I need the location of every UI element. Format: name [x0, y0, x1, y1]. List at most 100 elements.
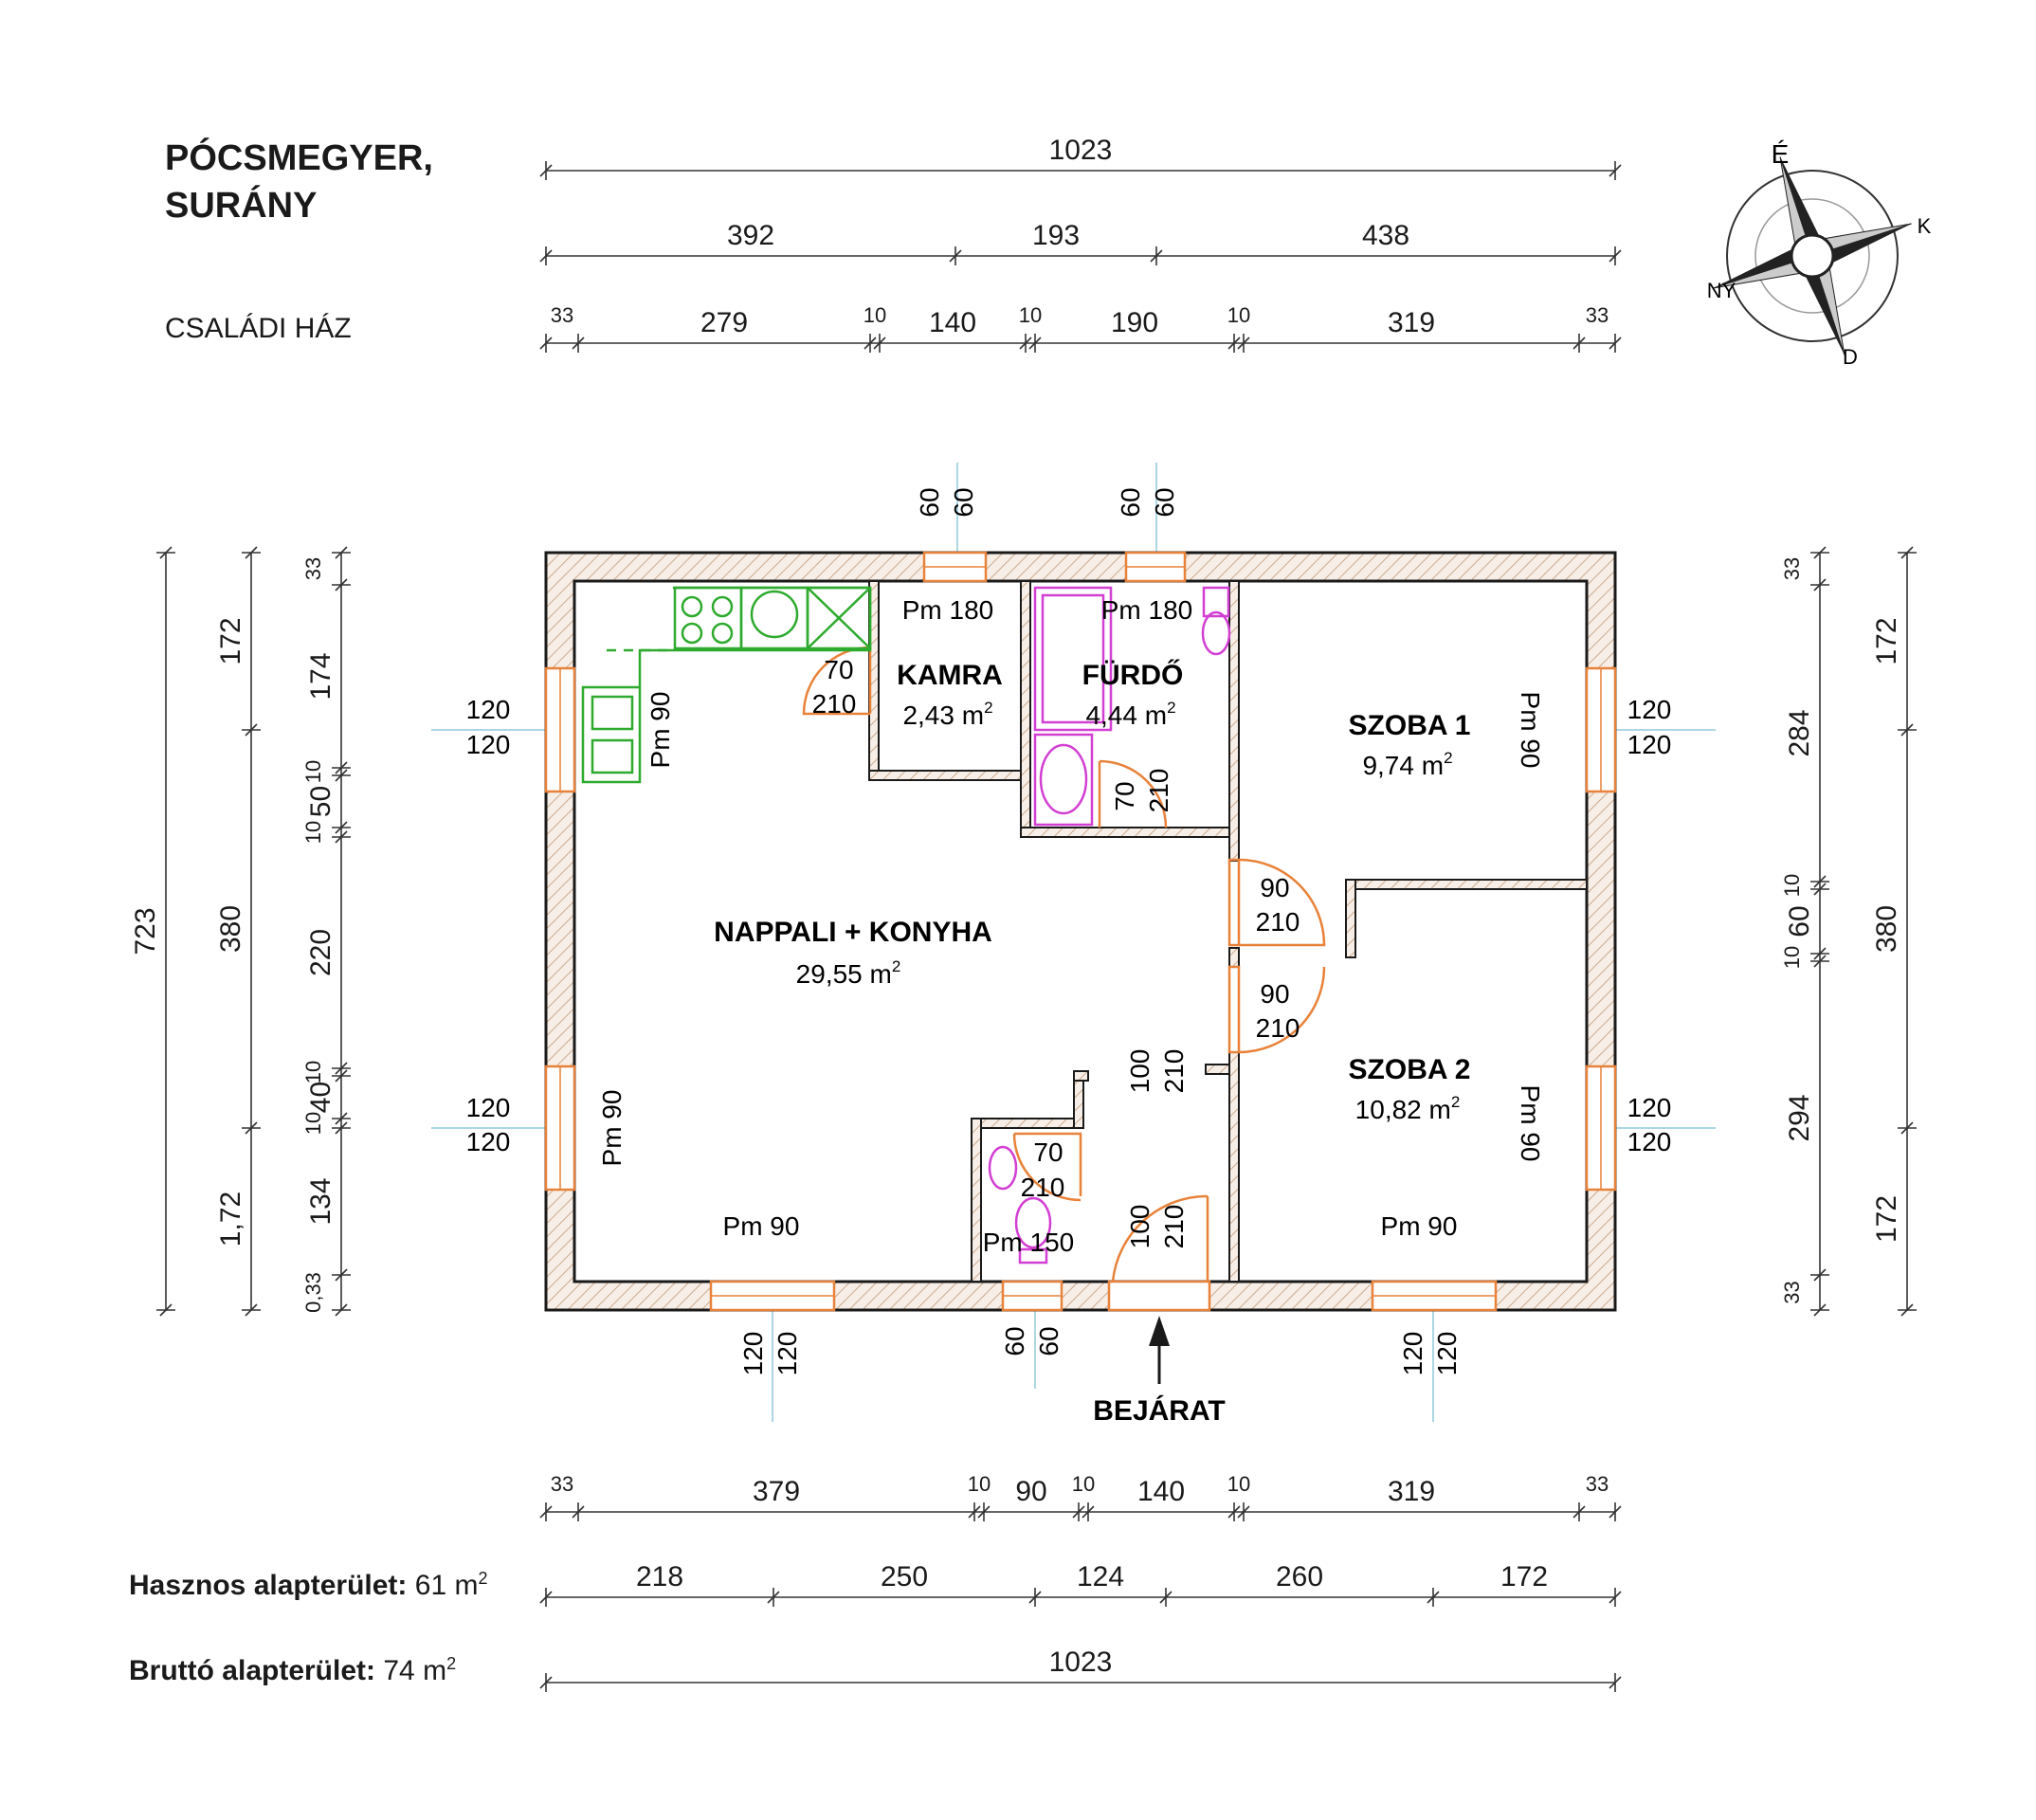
dim-tick — [1813, 1303, 1827, 1317]
pm-kamra: Pm 180 — [902, 595, 994, 625]
dim-tick — [968, 1505, 981, 1519]
dim-right-mid-label-0: 172 — [1871, 617, 1902, 664]
dim-tick — [1813, 1268, 1827, 1282]
win-right-b-h: 120 — [1627, 1127, 1672, 1156]
dim-tick — [1900, 546, 1914, 559]
door-furdo-swing — [1098, 759, 1168, 828]
door-entrance-w: 100 — [1125, 1205, 1154, 1249]
door-szoba1-swing — [1238, 858, 1326, 947]
room-area-nappali: 29,55 m2 — [796, 957, 901, 989]
washbasin-bathroom — [1033, 733, 1094, 827]
toilet-bowl-bathroom — [1201, 610, 1231, 656]
wall-kamra-bottom — [868, 770, 1027, 781]
wall-hall-szoba2 — [1228, 1051, 1240, 1283]
door-kamra-h: 210 — [812, 689, 857, 719]
door-szoba1-w: 90 — [1260, 873, 1289, 902]
dim-tick — [245, 1303, 258, 1317]
dim-top-detail-label-6: 10 — [1227, 303, 1250, 327]
dim-right-detail-label-4: 10 — [1780, 946, 1804, 969]
dim-bot-mid-label-1: 250 — [881, 1561, 928, 1592]
win-right-a-w: 120 — [1627, 695, 1672, 724]
dim-tick — [335, 761, 348, 774]
door-wc-h: 210 — [1021, 1173, 1065, 1202]
win-left-b-w: 120 — [466, 1093, 511, 1122]
win-bot-b-h: 60 — [1034, 1326, 1063, 1356]
dim-tick — [335, 830, 348, 844]
dim-tick — [245, 723, 258, 737]
wall-szoba-step — [1345, 879, 1356, 958]
compass-south-label: D — [1843, 345, 1858, 369]
dim-tick — [863, 337, 877, 350]
room-name-szoba2: SZOBA 2 — [1349, 1054, 1471, 1085]
dim-tick — [335, 1268, 348, 1282]
room-area-szoba1: 9,74 m2 — [1362, 749, 1452, 780]
window-glazing-lines — [559, 566, 1602, 1297]
kitchen-unit-top — [591, 695, 634, 731]
wall-kamra-furdo — [1020, 580, 1031, 833]
dim-tick — [1609, 337, 1622, 350]
dim-right-detail-label-3: 60 — [1784, 905, 1815, 937]
pm-living-left: Pm 90 — [597, 1090, 627, 1167]
dim-tick — [335, 821, 348, 834]
gross-area-row: Bruttó alapterület: 74 m2 — [129, 1654, 456, 1687]
dim-tick — [1427, 1591, 1440, 1604]
win-bot-a-w: 120 — [738, 1332, 768, 1376]
dim-top-detail-label-4: 10 — [1019, 303, 1042, 327]
win-bot-b-w: 60 — [1000, 1326, 1029, 1356]
dim-tick — [335, 1069, 348, 1083]
dim-bot-mid-label-4: 172 — [1500, 1561, 1548, 1592]
win-right-b-w: 120 — [1627, 1093, 1672, 1122]
room-name-szoba1: SZOBA 1 — [1349, 710, 1471, 741]
door-wc-frame — [1014, 1132, 1082, 1196]
opening-hall-w: 100 — [1125, 1049, 1154, 1094]
dim-bot-detail-label-7: 319 — [1388, 1476, 1435, 1507]
door-entrance-swing — [1111, 1194, 1209, 1283]
dim-tick — [245, 1121, 258, 1135]
dim-tick — [539, 1591, 553, 1604]
washbasin-wc — [988, 1145, 1018, 1191]
compass-center — [1790, 233, 1835, 279]
door-wc-w: 70 — [1033, 1138, 1063, 1167]
compass-west-label: NY — [1707, 279, 1736, 302]
wall-furdo-szoba1-upper — [1228, 580, 1240, 862]
opening-hall-h: 210 — [1159, 1049, 1189, 1094]
dim-bot-detail-label-8: 33 — [1586, 1472, 1609, 1496]
compass-inner-ring — [1754, 198, 1870, 314]
dim-tick — [1227, 1505, 1241, 1519]
entrance-arrow-icon — [1149, 1316, 1170, 1384]
compass-ring — [1726, 170, 1899, 342]
dim-tick — [335, 1303, 348, 1317]
dim-tick — [1609, 249, 1622, 263]
dim-top-detail-label-0: 33 — [551, 303, 573, 327]
dim-right-detail-label-6: 33 — [1780, 1281, 1804, 1303]
compass-south-needle — [1804, 256, 1845, 355]
win-top-a-h: 60 — [949, 487, 978, 517]
dim-tick — [1900, 1121, 1914, 1135]
dim-tick — [1813, 947, 1827, 960]
dim-top-total-label-0: 1023 — [1049, 135, 1113, 166]
dim-tick — [1813, 546, 1827, 559]
net-area-value: 61 m — [414, 1570, 479, 1601]
interior-walls — [868, 580, 1588, 1283]
dim-right-detail-label-1: 284 — [1784, 709, 1815, 756]
kitchen-fridge — [806, 586, 872, 650]
win-bot-c-h: 120 — [1432, 1332, 1462, 1376]
shower-tray — [1033, 586, 1113, 732]
door-entrance-h: 210 — [1159, 1205, 1189, 1249]
dim-top-detail-label-2: 10 — [863, 303, 886, 327]
dim-tick — [335, 769, 348, 782]
dim-right-mid-label-1: 380 — [1871, 905, 1902, 953]
kitchen-unit-bottom — [591, 738, 634, 774]
dim-top-detail-label-7: 319 — [1388, 307, 1435, 338]
net-area-row: Hasznos alapterület: 61 m2 — [129, 1569, 487, 1602]
dim-tick — [1900, 1303, 1914, 1317]
gross-area-value: 74 m — [383, 1655, 447, 1686]
dim-tick — [572, 337, 585, 350]
pm-szoba2-bottom: Pm 90 — [1381, 1211, 1458, 1241]
dim-left-detail-label-9: 134 — [305, 1177, 336, 1225]
dim-tick — [159, 546, 173, 559]
dim-left-detail-label-5: 220 — [305, 929, 336, 976]
door-szoba1-h: 210 — [1256, 907, 1300, 937]
project-subtitle: CSALÁDI HÁZ — [165, 313, 352, 344]
dim-tick — [1813, 875, 1827, 888]
